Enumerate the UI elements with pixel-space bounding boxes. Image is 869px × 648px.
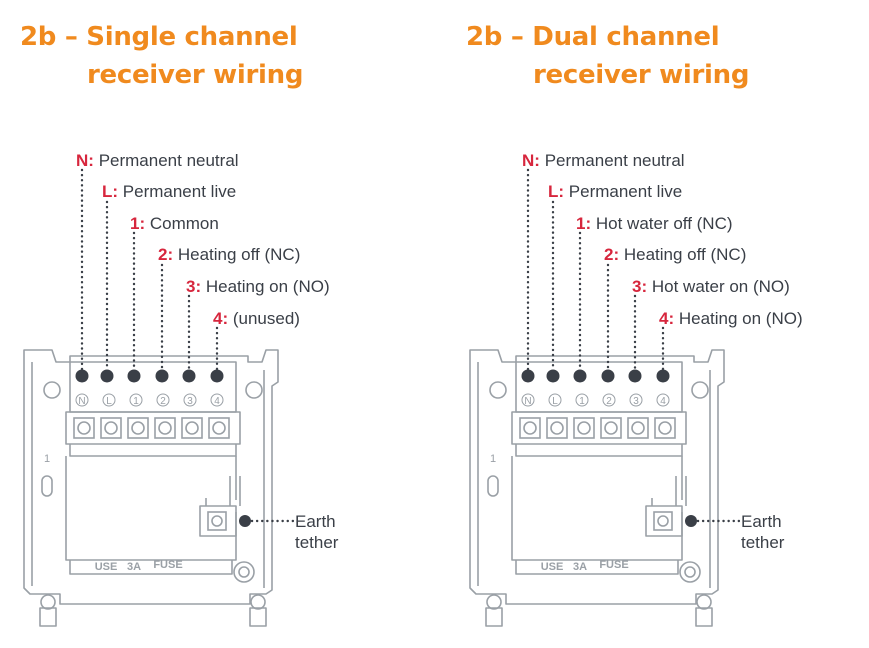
terminal-label-3: 3: Hot water on (NO)	[632, 277, 790, 296]
terminal-label-2: 2: Heating off (NC)	[604, 245, 747, 264]
terminal-label-n: N: Permanent neutral	[522, 151, 685, 170]
terminal-label-n: N: Permanent neutral	[76, 151, 239, 170]
svg-text:1: 1	[133, 396, 139, 407]
terminal-label-1: 1: Common	[130, 214, 219, 233]
svg-text:FUSE: FUSE	[153, 559, 182, 571]
earth-tether-label: Earth tether	[295, 512, 339, 552]
terminal-label-3: 3: Heating on (NO)	[186, 277, 330, 296]
terminal-label-l: L: Permanent live	[548, 182, 683, 201]
title-line-2: receiver wiring	[533, 60, 750, 90]
title-line-1: 2b – Dual channel	[466, 22, 720, 52]
receiver-backplate-drawing: N L 1 2 3 4 1 USE 3A FUSE	[469, 168, 742, 627]
svg-text:2: 2	[606, 396, 612, 407]
svg-text:USE: USE	[541, 561, 564, 573]
single-channel-panel: 2b – Single channel receiver wiring N: P…	[0, 0, 434, 648]
svg-text:N: N	[524, 396, 531, 407]
terminal-label-l: L: Permanent live	[102, 182, 237, 201]
svg-text:USE: USE	[95, 561, 118, 573]
svg-text:N: N	[78, 396, 85, 407]
svg-text:L: L	[106, 396, 112, 407]
svg-text:3: 3	[633, 396, 639, 407]
svg-text:2: 2	[160, 396, 166, 407]
title-line-1: 2b – Single channel	[20, 22, 298, 52]
terminal-label-2: 2: Heating off (NC)	[158, 245, 301, 264]
terminal-label-1: 1: Hot water off (NC)	[576, 214, 733, 233]
svg-text:4: 4	[214, 396, 220, 407]
terminal-label-4: 4: Heating on (NO)	[659, 309, 803, 328]
svg-text:1: 1	[490, 453, 496, 465]
receiver-backplate-drawing: N L 1 2 3 4 1 USE 3A FUSE	[23, 168, 296, 627]
svg-text:3A: 3A	[127, 561, 141, 573]
earth-tether-label: Earth tether	[741, 512, 785, 552]
svg-text:3A: 3A	[573, 561, 587, 573]
svg-text:4: 4	[660, 396, 666, 407]
svg-text:L: L	[552, 396, 558, 407]
svg-text:1: 1	[44, 453, 50, 465]
svg-text:1: 1	[579, 396, 585, 407]
terminal-label-4: 4: (unused)	[213, 309, 300, 328]
svg-text:FUSE: FUSE	[599, 559, 628, 571]
title-line-2: receiver wiring	[87, 60, 304, 90]
svg-text:3: 3	[187, 396, 193, 407]
dual-channel-panel: 2b – Dual channel receiver wiring N: Per…	[448, 0, 869, 648]
